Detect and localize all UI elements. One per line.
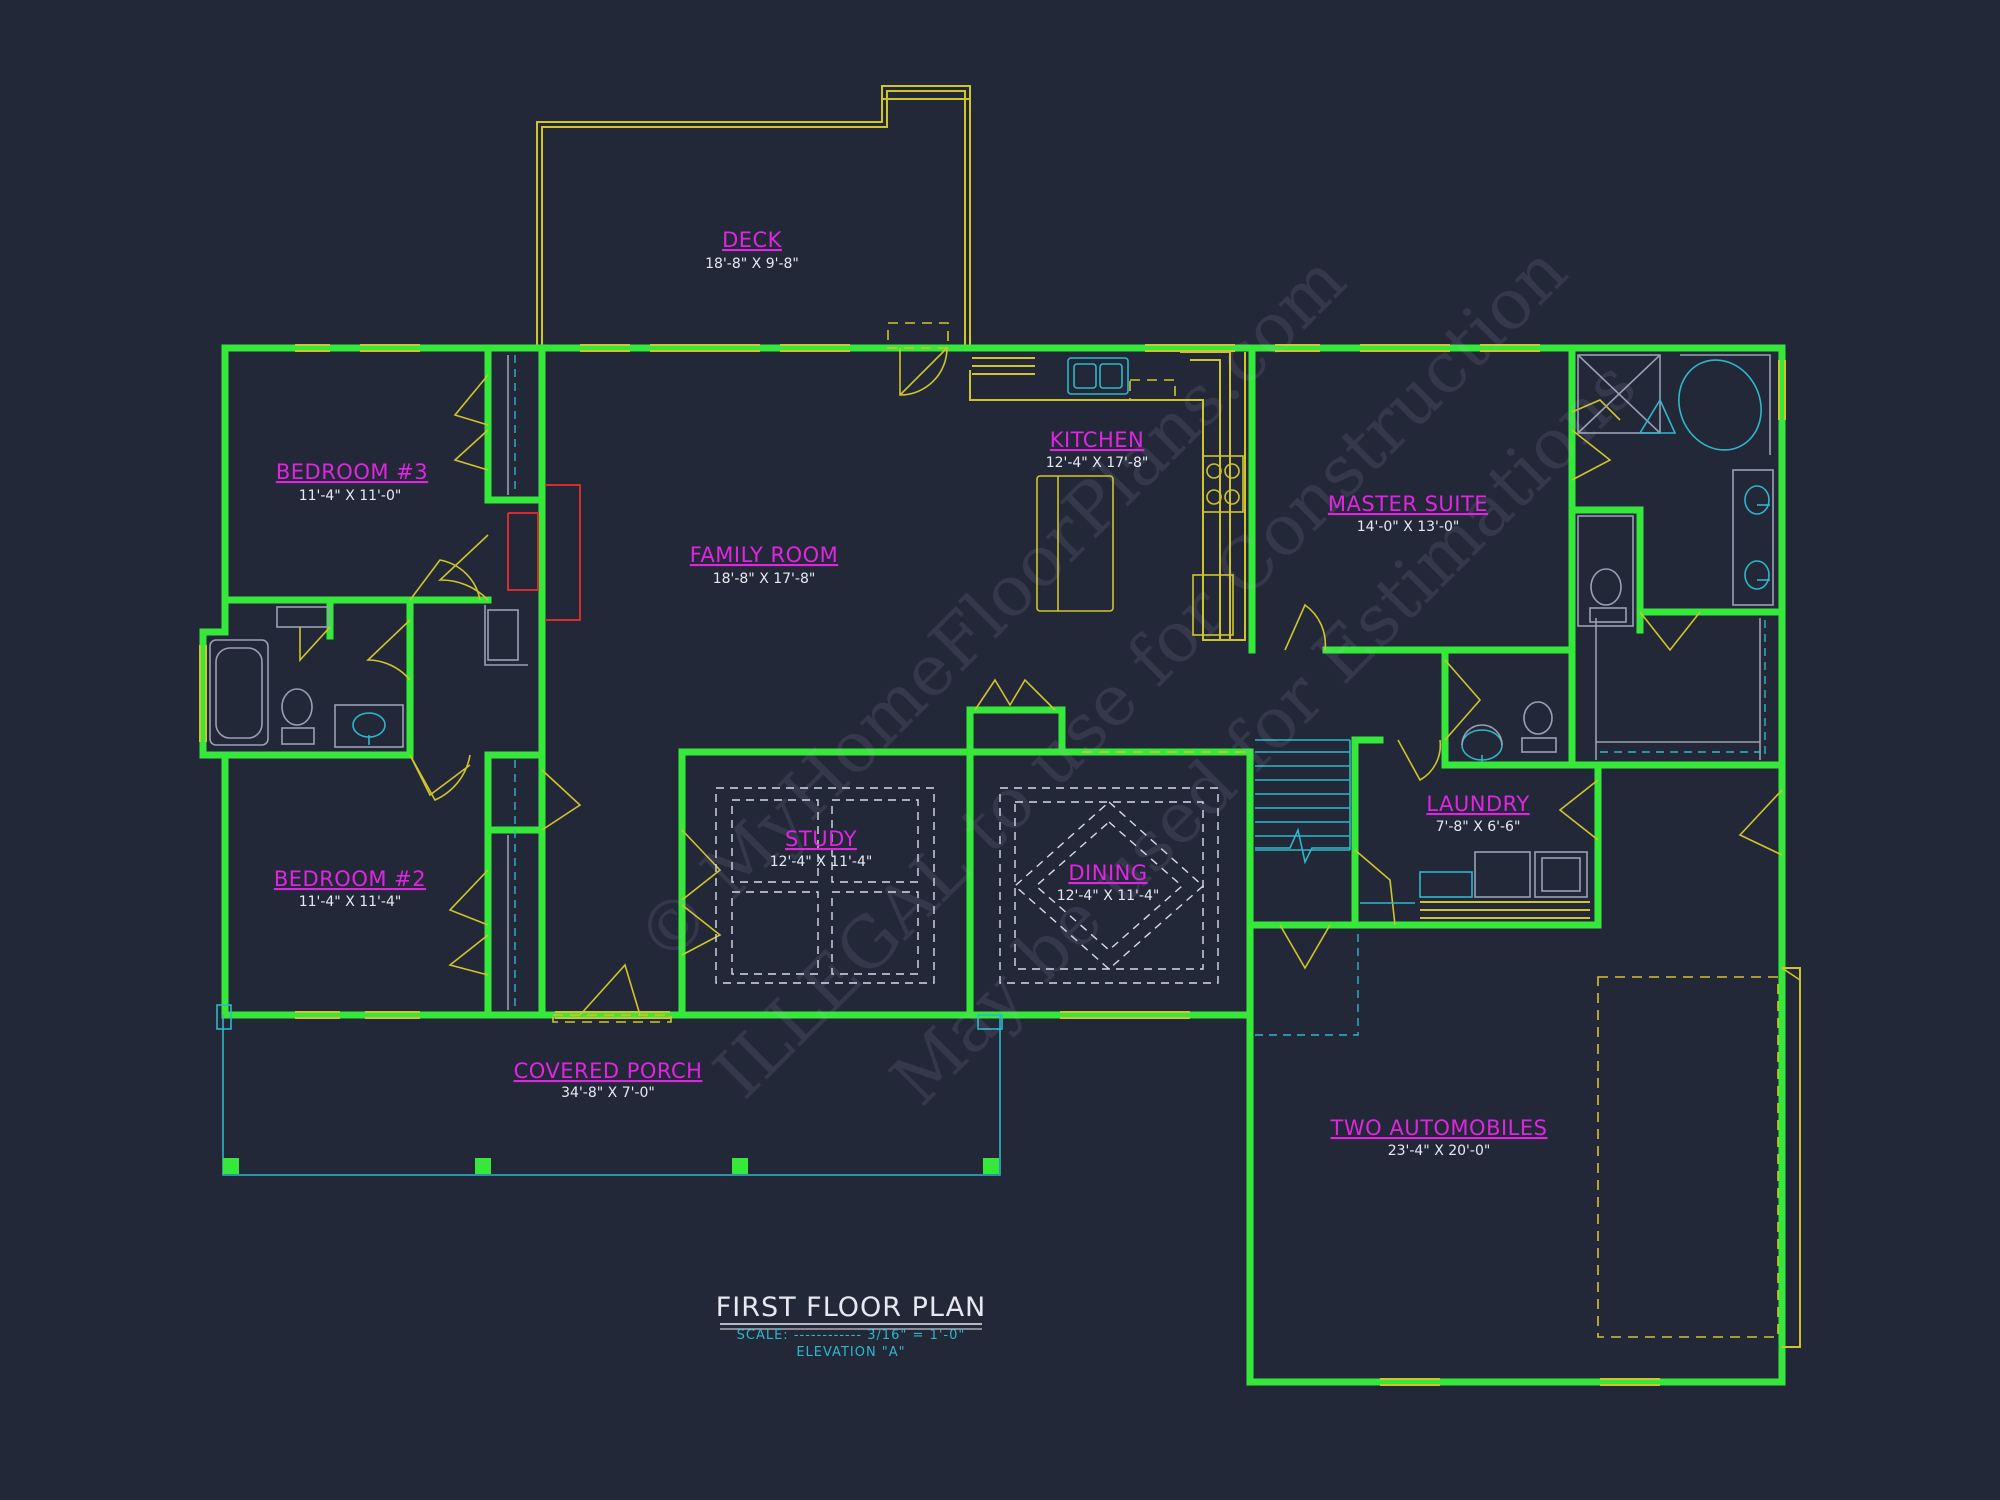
room-name-deck: DECK [722,228,783,252]
room-dims-laundry: 7'-8" X 6'-6" [1436,819,1521,835]
room-dims-kitchen: 12'-4" X 17'-8" [1046,455,1149,471]
room-name-master: MASTER SUITE [1328,492,1488,516]
wc-laundry-fixtures [1360,701,1590,919]
room-name-bedroom2: BEDROOM #2 [274,867,426,891]
stairs [1255,739,1359,1036]
room-name-laundry: LAUNDRY [1426,792,1529,816]
room-dims-garage: 23'-4" X 20'-0" [1388,1143,1491,1159]
covered-porch [216,1004,1003,1176]
room-dims-deck: 18'-8" X 9'-8" [705,256,799,272]
watermark: © MyHomeFloorPlans.com ILLEGAL to use fo… [621,230,1652,1121]
room-dims-family: 18'-8" X 17'-8" [713,571,816,587]
porch-column [475,1158,491,1174]
watermark-line-2: ILLEGAL to use for Construction [698,230,1582,1114]
room-dims-bedroom2: 11'-4" X 11'-4" [299,894,402,910]
room-name-dining: DINING [1068,861,1147,885]
room-dims-dining: 12'-4" X 11'-4" [1057,888,1160,904]
master-bath-fixtures [1577,354,1774,627]
doors [366,322,1783,1023]
plan-elevation: ELEVATION "A" [796,1345,905,1360]
room-dims-bedroom3: 11'-4" X 11'-0" [299,488,402,504]
plan-title: FIRST FLOOR PLAN [716,1292,987,1323]
room-labels: DECK 18'-8" X 9'-8" BEDROOM #3 11'-4" X … [274,228,1548,1159]
title-block: FIRST FLOOR PLAN SCALE: ------------ 3/1… [716,1292,987,1360]
deck-outline [536,85,971,347]
porch-column [223,1158,239,1174]
room-name-garage: TWO AUTOMOBILES [1330,1116,1548,1140]
interior-walls [221,344,1786,1019]
room-name-study: STUDY [785,827,857,851]
room-name-bedroom3: BEDROOM #3 [276,460,428,484]
plan-scale: SCALE: ------------ 3/16" = 1'-0" [737,1328,966,1343]
ceiling-details [715,787,1219,984]
porch-column [983,1158,999,1174]
garage-door [1597,967,1801,1348]
kitchen-fixtures [969,351,1246,641]
hall-bath-fixtures [209,605,528,748]
room-dims-porch: 34'-8" X 7'-0" [561,1085,655,1101]
room-name-porch: COVERED PORCH [514,1059,703,1083]
room-dims-study: 12'-4" X 11'-4" [770,854,873,870]
porch-column [732,1158,748,1174]
room-name-kitchen: KITCHEN [1050,428,1145,452]
watermark-line-3: May be used for Estimations [875,344,1652,1121]
room-name-family: FAMILY ROOM [690,543,839,567]
closet-shelving [507,355,1766,1010]
room-dims-master: 14'-0" X 13'-0" [1357,519,1460,535]
fireplace [507,484,581,621]
